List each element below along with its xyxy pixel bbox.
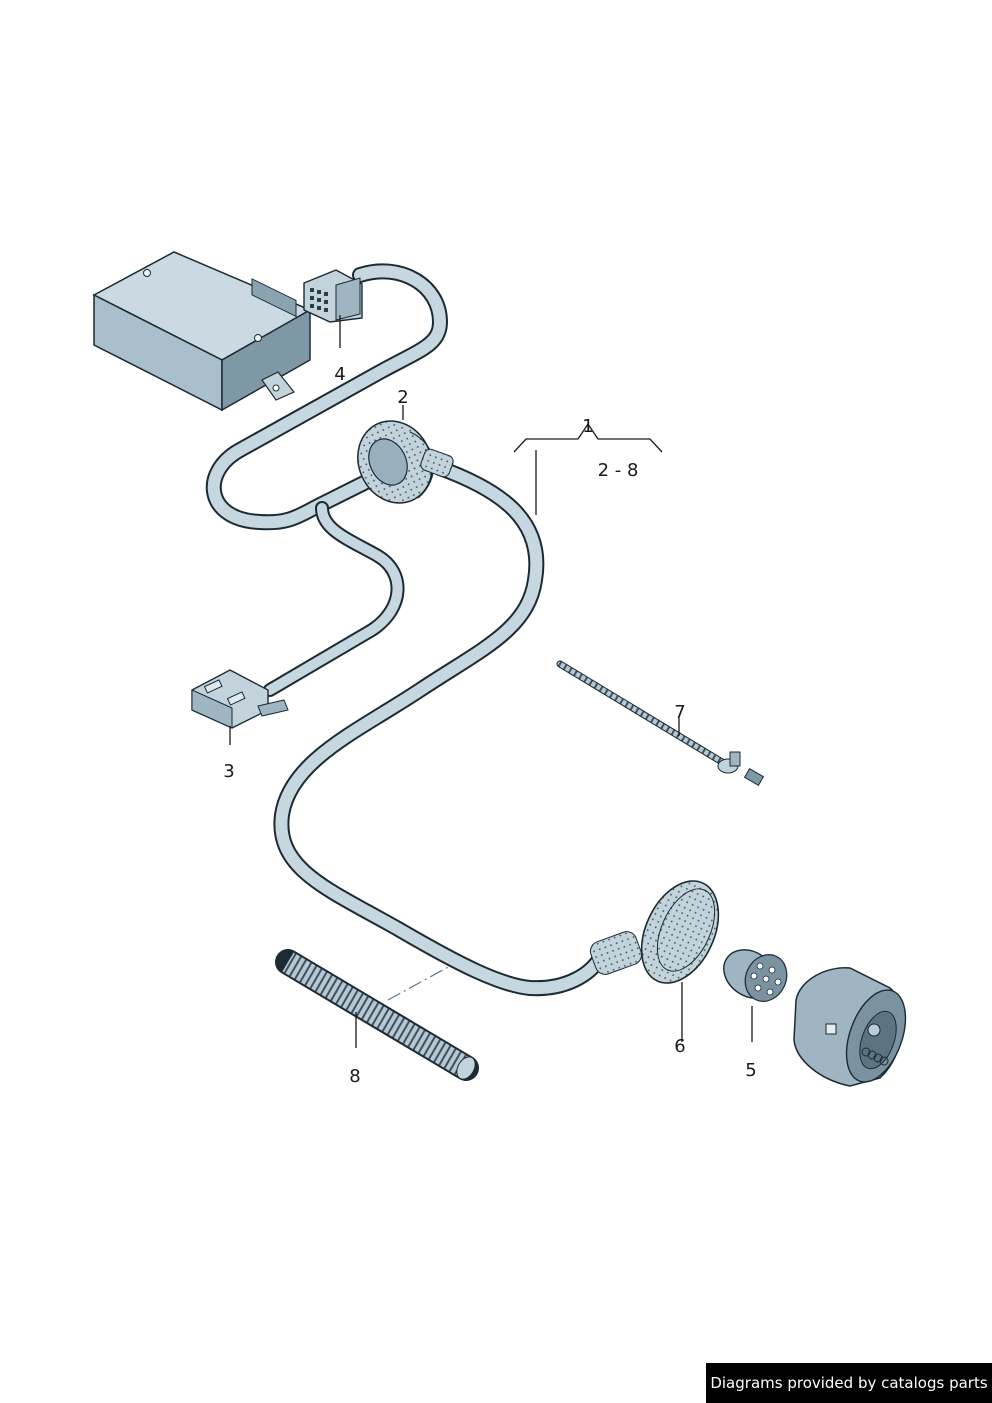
- protective-sleeve-8: [275, 949, 479, 1081]
- footer-credit: Diagrams provided by catalogs parts: [706, 1363, 992, 1403]
- grommet-2: [357, 420, 454, 504]
- leader-lines: [229, 315, 753, 1048]
- callout-8: 8: [349, 1066, 360, 1087]
- callout-2: 2: [397, 387, 408, 408]
- callout-1-range: 2 - 8: [598, 460, 639, 481]
- plug-insert-5: [723, 949, 788, 1002]
- trailer-socket-body: [793, 967, 907, 1087]
- cable-harness: [205, 263, 608, 997]
- socket-housing-6: [589, 880, 720, 984]
- callout-4: 4: [334, 364, 345, 385]
- callouts: 1 2 - 8 2 3 4 5 6 7 8: [223, 364, 756, 1087]
- callout-5: 5: [745, 1060, 756, 1081]
- cable-main-run: [273, 460, 608, 997]
- connector-3: [191, 669, 289, 729]
- cable-tie-7: [556, 660, 765, 787]
- callout-7: 7: [674, 702, 685, 723]
- callout-3: 3: [223, 761, 234, 782]
- callout-6: 6: [674, 1036, 685, 1057]
- connector-4: [303, 269, 363, 323]
- callout-1: 1: [582, 416, 593, 437]
- control-unit: [92, 251, 312, 412]
